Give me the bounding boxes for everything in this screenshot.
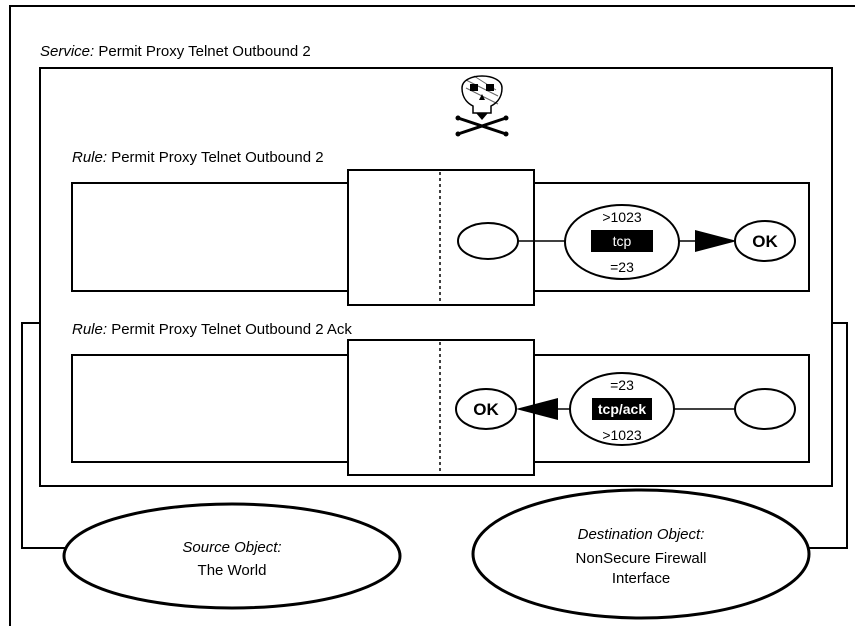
service-box [39, 67, 833, 487]
rule2-protocol: tcp/ack [598, 401, 646, 417]
rule1-protocol: tcp [613, 233, 632, 249]
rule2-destination-node [734, 388, 796, 430]
skull-crossbones-icon [455, 75, 509, 137]
rule1-ok-node [734, 220, 796, 262]
service-label: Service: Permit Proxy Telnet Outbound 2 [40, 43, 311, 60]
rule2-ok-node [455, 388, 517, 430]
outer-frame [9, 5, 855, 626]
rule1-arrow-head [695, 230, 737, 252]
destination-object-name-line1: NonSecure Firewall [576, 550, 707, 567]
rule1-ok-label: OK [752, 232, 778, 251]
rule2-label: Rule: Permit Proxy Telnet Outbound 2 Ack [72, 321, 352, 338]
rule2-protocol-badge [592, 398, 652, 420]
source-object-title: Source Object: [182, 539, 281, 556]
rule1-protocol-badge [591, 230, 653, 252]
source-object-ellipse [62, 502, 402, 610]
destination-object-ellipse [471, 488, 811, 620]
destination-bracket [808, 322, 848, 549]
destination-object-title: Destination Object: [578, 526, 705, 543]
source-object-name: The World [198, 562, 267, 579]
rule2-ok-label: OK [473, 400, 499, 419]
destination-object-name-line2: Interface [612, 570, 670, 587]
rule1-src-port: >1023 [602, 209, 642, 225]
rule1-dst-port: =23 [610, 259, 634, 275]
rule2-arrow-head [516, 398, 558, 420]
rule2-src-port: =23 [610, 377, 634, 393]
rule2-dst-port: >1023 [602, 427, 642, 443]
rule1-label: Rule: Permit Proxy Telnet Outbound 2 [72, 149, 324, 166]
rule1-source-node [457, 222, 519, 260]
source-bracket [21, 322, 72, 549]
